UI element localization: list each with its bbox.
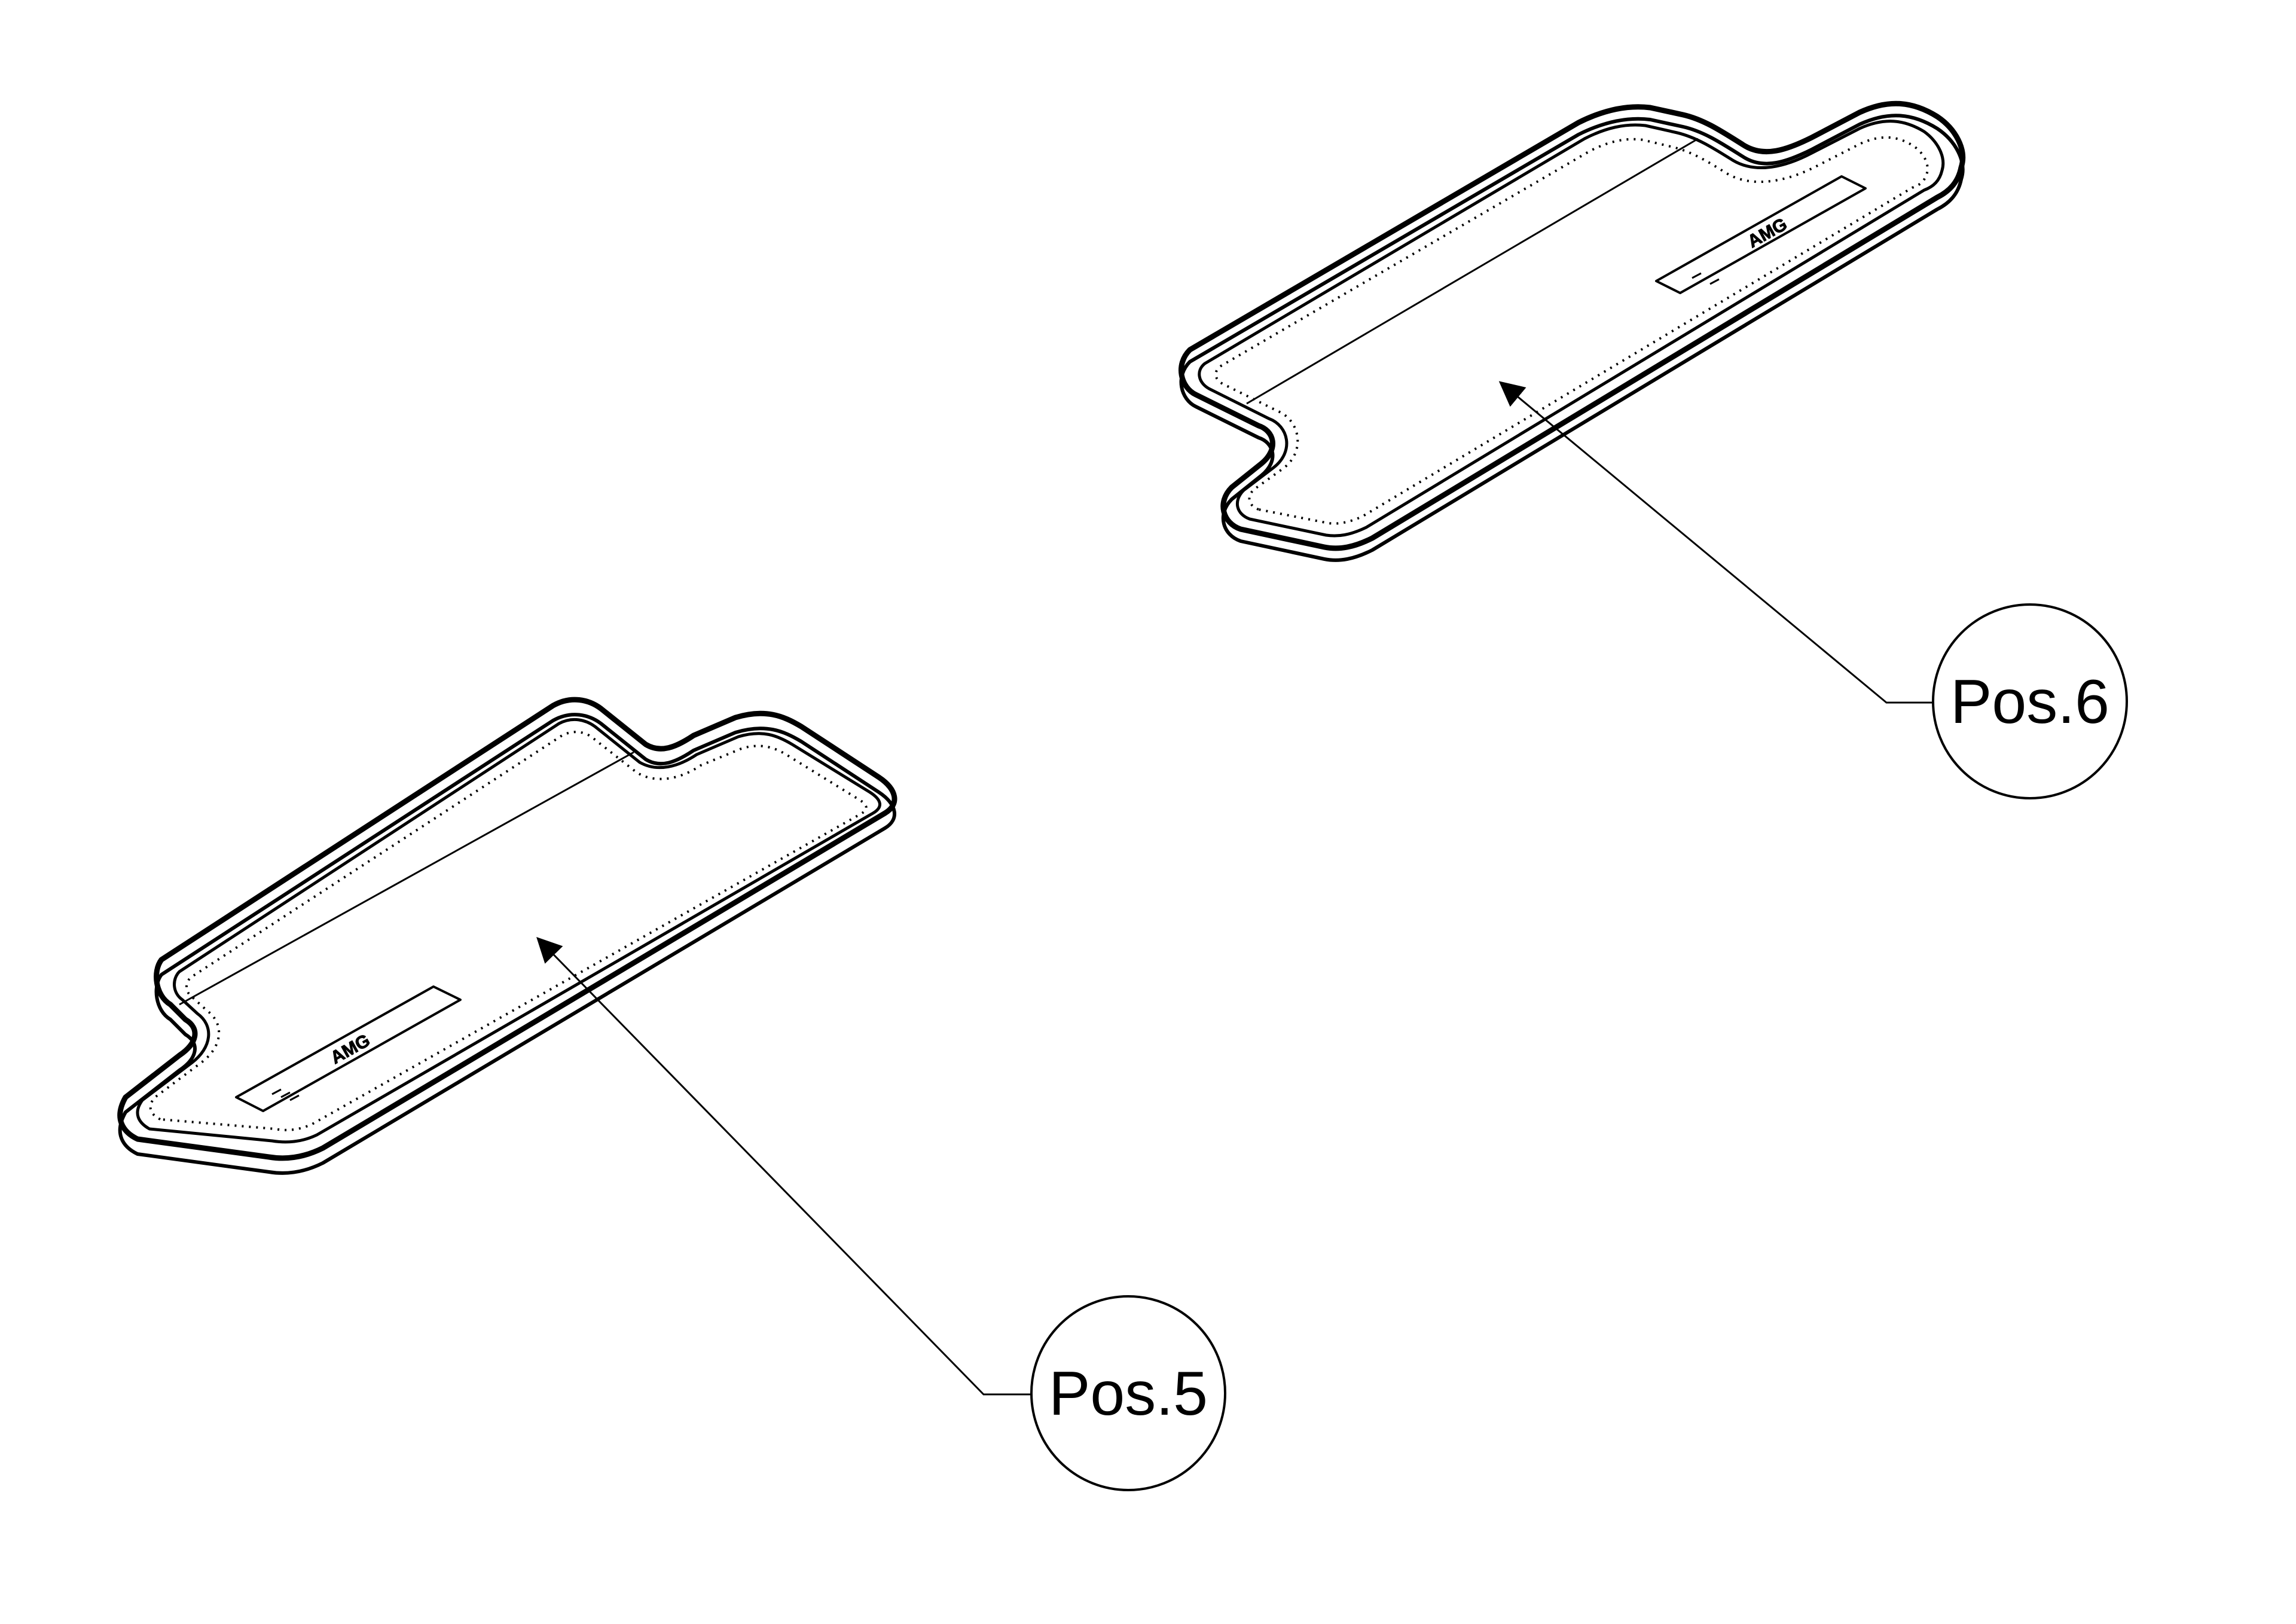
- badge-label: AMG: [1744, 214, 1790, 252]
- mat-pos6-crease: [1246, 138, 1699, 405]
- floor-mat-pos6: AMG: [1178, 100, 1966, 562]
- callout-pos6: Pos.6: [1932, 603, 2128, 799]
- leader-line-pos5: [536, 936, 1031, 1396]
- badge-stripes-icon: [1692, 272, 1720, 285]
- callout-circle: [1030, 1295, 1226, 1491]
- callout-label: Pos.6: [1950, 667, 2109, 737]
- callout-pos5: Pos.5: [1030, 1295, 1226, 1491]
- mat-pos5-stitching: [149, 731, 868, 1131]
- leader-line-pos6: [1498, 381, 1932, 704]
- badge-plate: [1655, 175, 1867, 294]
- mat-pos5-badge: AMG: [235, 985, 462, 1112]
- mat-pos6-outer-edge: [1178, 100, 1966, 551]
- callout-label: Pos.5: [1049, 1359, 1208, 1428]
- badge-plate: [235, 985, 462, 1112]
- mat-pos5-inner-edge: [136, 718, 881, 1144]
- mat-pos6-stitching: [1214, 136, 1929, 525]
- leader-lines: [536, 381, 1932, 1396]
- floor-mat-pos5: AMG: [117, 697, 897, 1175]
- badge-stripes-icon: [271, 1088, 300, 1101]
- mat-pos6-rim-lower: [1179, 114, 1965, 562]
- callout-circle: [1932, 603, 2128, 799]
- mat-pos6-badge: AMG: [1655, 175, 1867, 294]
- mat-pos5-outer-edge: [117, 697, 897, 1161]
- mat-pos6-inner-edge: [1198, 120, 1945, 538]
- mat-pos5-crease: [179, 751, 634, 1006]
- mat-pos5-rim-lower: [118, 713, 896, 1175]
